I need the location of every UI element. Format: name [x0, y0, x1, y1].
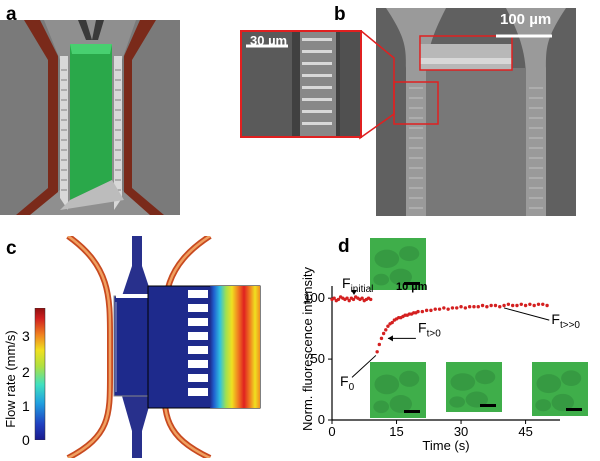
data-point: [467, 305, 472, 309]
data-point: [528, 302, 532, 306]
data-point: [506, 302, 511, 306]
data-point: [485, 305, 489, 309]
data-point: [351, 297, 356, 302]
panel-label-c: c: [6, 238, 17, 259]
data-point: [433, 307, 437, 311]
data-point: [336, 297, 341, 302]
x-tick-label: 45: [518, 424, 532, 439]
arrowhead-ft0: [387, 335, 393, 342]
annotation-ft0: Ft>0: [418, 319, 441, 339]
data-point: [489, 303, 493, 308]
data-point: [515, 303, 519, 308]
panel-b-scale-inset: 30 µm: [250, 33, 288, 48]
data-point: [429, 308, 433, 313]
data-point: [360, 296, 364, 300]
data-point: [386, 324, 390, 328]
colorbar-tick-1: 1: [22, 398, 30, 414]
data-point: [420, 309, 425, 314]
data-point: [416, 309, 420, 314]
micrograph-f0: [370, 362, 426, 418]
data-point: [510, 303, 515, 308]
data-point: [345, 296, 349, 300]
colorbar-tick-3: 3: [22, 328, 30, 344]
micrograph-initial: [370, 238, 426, 290]
panel-label-b: b: [334, 4, 346, 25]
x-tick-label: 0: [328, 424, 335, 439]
data-point: [375, 350, 379, 354]
arrow-f0: [351, 355, 377, 378]
panel-a-device-render: [0, 20, 180, 215]
data-point: [450, 306, 455, 310]
y-tick-label: 50: [311, 351, 325, 366]
annotation-f-initial: Finitial: [342, 275, 373, 295]
data-point: [545, 303, 549, 308]
data-point: [532, 303, 536, 308]
panel-b-inset: [240, 30, 395, 140]
data-point: [381, 331, 386, 336]
data-point: [347, 298, 351, 303]
panel-c-colorbar: [34, 308, 46, 440]
micrograph-t0: [446, 362, 502, 412]
data-point: [523, 303, 528, 308]
data-point: [424, 308, 429, 313]
x-axis-label: Time (s): [422, 438, 469, 453]
data-point: [541, 302, 545, 306]
data-point: [476, 305, 480, 309]
panel-label-a: a: [6, 4, 17, 25]
data-point: [332, 296, 336, 300]
colorbar-label: Flow rate (mm/s): [3, 330, 18, 428]
data-point: [519, 302, 523, 306]
data-point: [442, 306, 446, 310]
data-point: [390, 320, 394, 325]
annotation-f0: F0: [340, 373, 355, 393]
data-point: [384, 328, 388, 332]
data-point: [480, 303, 485, 308]
y-axis-label: Norm. fluorescence intensity: [300, 266, 315, 431]
y-tick-label: 100: [303, 290, 325, 305]
panel-c-flow-simulation: [66, 236, 261, 458]
x-tick-label: 15: [389, 424, 403, 439]
data-point: [459, 305, 463, 309]
annotation-ftt0: Ft>>0: [551, 311, 580, 331]
y-tick-label: 0: [318, 412, 325, 427]
data-point: [493, 303, 498, 308]
arrowhead-f-initial: [351, 289, 357, 295]
data-point: [502, 303, 506, 308]
colorbar-tick-0: 0: [22, 432, 30, 448]
data-point: [472, 305, 476, 309]
colorbar-tick-2: 2: [22, 364, 30, 380]
panel-b-scale-main: 100 µm: [500, 11, 552, 28]
data-point: [536, 302, 541, 306]
micrograph-tt0: [532, 362, 588, 416]
data-point: [369, 297, 373, 302]
data-point: [498, 305, 502, 309]
data-point: [446, 307, 450, 311]
data-point: [379, 336, 384, 341]
data-point: [437, 307, 442, 311]
x-tick-label: 30: [454, 424, 468, 439]
panel-b-sem-image: [376, 8, 576, 216]
data-point: [463, 306, 468, 310]
data-point: [455, 306, 459, 310]
panel-label-d: d: [338, 236, 350, 257]
micrograph-scale-label: 10 µm: [396, 281, 428, 293]
arrow-ftt0: [503, 307, 550, 321]
data-point: [377, 342, 382, 347]
